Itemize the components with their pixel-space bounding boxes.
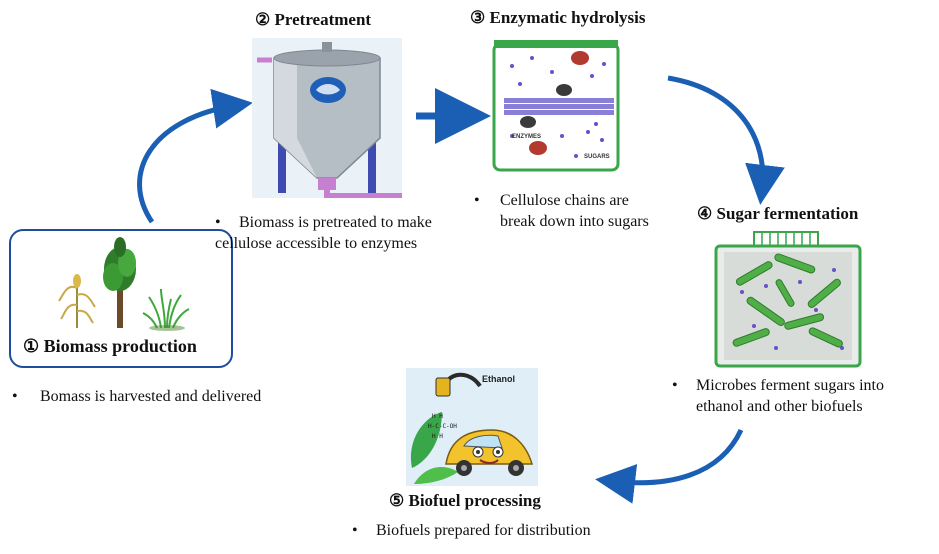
hydrolysis-tank: ENZYMES SUGARS	[492, 36, 620, 172]
tank-icon	[252, 38, 402, 198]
sugar-fermentation-bullet: • Microbes ferment sugars into ethanol a…	[672, 377, 884, 415]
ethanol-car: H H H-C-C-OH H H Ethanol	[406, 368, 538, 486]
ethanol-label: Ethanol	[482, 374, 515, 384]
svg-text:H-C-C-OH: H-C-C-OH	[428, 423, 457, 430]
biomass-production-title: ① Biomass production	[23, 336, 197, 356]
enzymatic-hydrolysis-bullet: • Cellulose chains are break down into s…	[474, 192, 649, 230]
sugars-label: SUGARS	[584, 154, 610, 160]
enzymes-label: ENZYMES	[512, 134, 542, 140]
grass-icon	[142, 288, 190, 329]
svg-text:H H: H H	[432, 413, 443, 420]
corn-icon	[58, 274, 96, 328]
pretreatment-title: ② Pretreatment	[255, 10, 372, 29]
enzymatic-hydrolysis-title: ③ Enzymatic hydrolysis	[470, 8, 646, 27]
tree-icon	[103, 237, 136, 328]
arrow-fermentation-to-biofuel	[595, 428, 744, 504]
biomass-production-bullet: • Bomass is harvested and delivered	[12, 388, 262, 405]
hydrolysis-tank-icon	[492, 40, 620, 172]
plants-icon	[58, 237, 190, 331]
svg-text:H H: H H	[432, 433, 443, 440]
biofuel-processing-bullet: • Biofuels prepared for distribution	[352, 522, 591, 539]
sugar-fermentation-title: ④ Sugar fermentation	[697, 204, 859, 223]
fermenter-icon	[714, 231, 862, 368]
pretreatment-bullet: • Biomass is pretreated to make cellulos…	[215, 214, 432, 252]
arrow-biomass-to-pretreatment	[137, 88, 253, 224]
biofuel-processing-title: ⑤ Biofuel processing	[389, 491, 541, 510]
arrow-hydrolysis-to-fermentation	[667, 75, 785, 205]
ethanol-car-icon: H H H-C-C-OH H H	[410, 372, 534, 484]
biomass-production-box: ① Biomass production	[9, 229, 233, 368]
